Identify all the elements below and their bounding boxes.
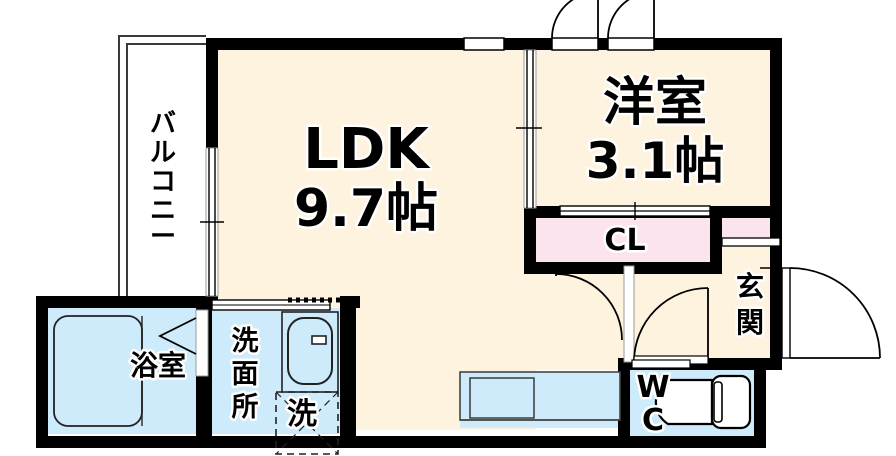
balcony-label-char-1: ル: [150, 138, 176, 168]
wall-top-western-b: [548, 38, 552, 50]
wall-washroom-right: [340, 296, 356, 436]
toilet-door-opening[interactable]: [631, 359, 691, 369]
wall-top-ldk-b: [504, 38, 536, 50]
washroom-label-char-2: 所: [232, 392, 259, 423]
balcony-label-char-3: ニ: [150, 196, 176, 226]
ldk-label-area: 9.7帖: [294, 179, 438, 239]
wall-top-ldk-a: [206, 38, 464, 50]
wall-left-bath: [36, 296, 48, 448]
wall-top-western-d: [654, 38, 782, 50]
wall-closet-bottom: [524, 262, 722, 274]
toilet-icon: [654, 374, 752, 430]
wall-left-ldk-upper: [206, 38, 218, 148]
wall-toilet-right: [754, 358, 766, 448]
balcony-sliding-door[interactable]: [200, 147, 224, 297]
kitchen-sink-icon: [459, 371, 621, 421]
western-room-label-name: 洋室: [603, 73, 707, 133]
balcony-label-char-2: コ: [150, 167, 176, 197]
balcony-label-char-4: ー: [150, 222, 176, 252]
entrance-label: 玄 関: [733, 268, 766, 342]
washer-label: 洗: [287, 397, 317, 432]
closet-label: CL: [604, 223, 645, 258]
fixtures: [53, 311, 752, 455]
toilet-label-w: W: [636, 370, 669, 405]
ldk-western-sliding-partition[interactable]: [516, 49, 542, 209]
western-room-floor-fill: [524, 38, 780, 218]
wall-top-bath: [36, 296, 208, 308]
washing-machine-icon: [275, 391, 339, 455]
openings: [157, 0, 881, 377]
ldk-label-name: LDK: [303, 117, 431, 182]
washroom-sliding-door[interactable]: [211, 299, 331, 311]
western-room-label-area: 3.1帖: [586, 132, 725, 190]
bathtub-icon: [53, 315, 143, 427]
entrance-label-char-0: 玄: [736, 270, 764, 303]
closet-floor-fill: [536, 212, 716, 266]
bathroom-folding-door[interactable]: [157, 309, 209, 377]
washroom-label-char-1: 面: [232, 359, 259, 390]
wall-washroom-top-nib: [340, 296, 360, 308]
wall-closet-left: [524, 206, 536, 274]
balcony-label-char-0: バ: [150, 109, 176, 139]
balcony-floor-fill: [122, 40, 206, 302]
washroom-label: 洗 面 所: [229, 324, 261, 426]
entrance-front-door[interactable]: [760, 267, 881, 359]
toilet-label: W C: [634, 368, 672, 441]
wall-top-western-a: [536, 38, 548, 50]
washbasin-icon: [281, 311, 339, 393]
wall-entrance-right: [770, 218, 782, 370]
wall-right-western: [770, 38, 782, 218]
wall-closet-right: [710, 206, 722, 274]
wall-top-western-c: [598, 38, 608, 50]
bathroom-label: 浴室: [130, 349, 186, 382]
shoe-closet-door[interactable]: [721, 237, 781, 247]
room-labels: LDK 9.7帖 洋室 3.1帖 バ ル コ ニ ー 浴室 洗 面 所 洗: [127, 71, 766, 441]
closet-swing-door-left[interactable]: [555, 273, 623, 341]
window-top-left: [463, 37, 505, 51]
closet-sliding-doors[interactable]: [559, 202, 711, 220]
balcony-label: バ ル コ ニ ー: [150, 109, 176, 252]
casement-window-b: [607, 0, 655, 51]
washroom-label-char-0: 洗: [232, 326, 259, 357]
wall-toilet-left: [618, 358, 630, 448]
casement-window-a: [551, 0, 599, 51]
toilet-label-c: C: [642, 403, 664, 438]
wall-toilet-bottom: [618, 436, 766, 448]
ldk-hall-fill: [524, 264, 722, 370]
entrance-label-char-1: 関: [736, 306, 764, 339]
wall-bottom-ldk: [36, 436, 626, 448]
